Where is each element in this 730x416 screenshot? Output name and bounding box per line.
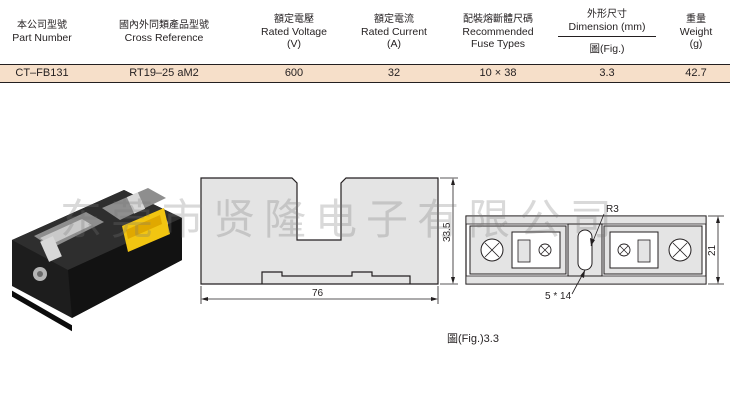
height-label: 33.5 bbox=[442, 222, 453, 242]
header-en: Dimension (mm) bbox=[568, 21, 646, 33]
radius-label: R3 bbox=[606, 204, 619, 215]
header-zh: 外形尺寸 bbox=[587, 9, 627, 20]
slot-label: 5 * 14 bbox=[545, 291, 572, 302]
header-zh: 重量 bbox=[686, 13, 706, 25]
header-unit: (g) bbox=[689, 37, 703, 50]
cell-part-number: CT–FB131 bbox=[0, 63, 84, 83]
cell-dimension: 3.3 bbox=[552, 63, 662, 83]
cell-weight: 42.7 bbox=[662, 63, 730, 83]
header-dimension-sub: 圖(Fig.) bbox=[589, 43, 625, 55]
header-rated-current: 額定電流 Rated Current (A) bbox=[344, 0, 444, 64]
header-unit: (V) bbox=[287, 37, 301, 50]
width-label: 76 bbox=[312, 288, 324, 299]
watermark: 东莞市贤隆电子有限公司 bbox=[60, 195, 622, 244]
header-weight: 重量 Weight (g) bbox=[662, 0, 730, 64]
header-zh: 本公司型號 bbox=[17, 19, 67, 31]
cell-rated-voltage: 600 bbox=[244, 63, 344, 83]
side-view-outline bbox=[200, 177, 439, 285]
header-en: Cross Reference bbox=[124, 31, 204, 44]
header-en2: Fuse Types bbox=[470, 37, 526, 50]
cell-fuse-types: 10 × 38 bbox=[444, 63, 552, 83]
header-en: Weight bbox=[679, 25, 713, 38]
header-part-number: 本公司型號 Part Number bbox=[0, 0, 84, 64]
header-fuse-types: 配裝熔斷體尺碼 Recommended Fuse Types bbox=[444, 0, 552, 64]
side-view-slots bbox=[261, 271, 411, 284]
header-rated-voltage: 額定電壓 Rated Voltage (V) bbox=[244, 0, 344, 64]
fuse-holder-photo bbox=[12, 188, 182, 332]
header-cross-reference: 國內外同類產品型號 Cross Reference bbox=[84, 0, 244, 64]
header-zh: 額定電壓 bbox=[274, 13, 314, 25]
side-label: 21 bbox=[707, 244, 718, 256]
dimension-title: 外形尺寸 Dimension (mm) bbox=[558, 6, 656, 37]
header-zh: 配裝熔斷體尺碼 bbox=[463, 13, 533, 25]
header-en: Recommended bbox=[462, 25, 534, 38]
header-en: Rated Voltage bbox=[261, 25, 327, 38]
figure-caption: 圖(Fig.)3.3 bbox=[447, 333, 499, 345]
header-en: Rated Current bbox=[361, 25, 427, 38]
cell-cross-reference: RT19–25 aM2 bbox=[84, 63, 244, 83]
header-zh: 國內外同類產品型號 bbox=[119, 19, 209, 31]
header-dimension: 外形尺寸 Dimension (mm) 圖(Fig.) bbox=[552, 0, 662, 64]
table-row: CT–FB131 RT19–25 aM2 600 32 10 × 38 3.3 … bbox=[0, 63, 730, 83]
spec-table: 本公司型號 Part Number 國內外同類產品型號 Cross Refere… bbox=[0, 0, 730, 83]
header-zh: 額定電流 bbox=[374, 13, 414, 25]
cell-rated-current: 32 bbox=[344, 63, 444, 83]
header-row: 本公司型號 Part Number 國內外同類產品型號 Cross Refere… bbox=[0, 0, 730, 64]
header-en: Part Number bbox=[12, 31, 72, 44]
header-unit: (A) bbox=[387, 37, 401, 50]
